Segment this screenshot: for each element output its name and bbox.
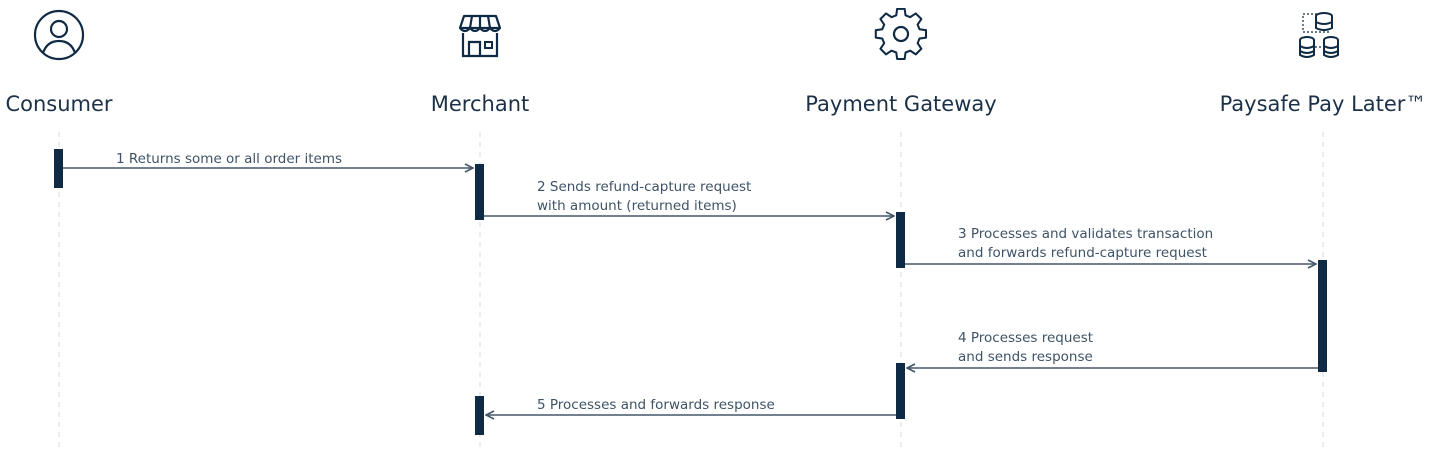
- message-label-4: 4 Processes request and sends response: [958, 329, 1093, 367]
- activation-gateway-1: [896, 212, 905, 268]
- message-label-5: 5 Processes and forwards response: [537, 396, 775, 415]
- message-2-line-2: with amount (returned items): [537, 198, 737, 214]
- user-circle-icon: [29, 8, 89, 64]
- actor-label-consumer: Consumer: [5, 92, 113, 116]
- storefront-icon: [450, 8, 510, 64]
- message-1-line-1: 1 Returns some or all order items: [116, 151, 343, 167]
- message-4-line-1: 4 Processes request: [958, 330, 1094, 346]
- activation-merchant-1: [475, 164, 484, 220]
- actor-label-paylater: Paysafe Pay Later™: [1219, 92, 1427, 116]
- gear-icon: [871, 8, 931, 64]
- message-2-line-1: 2 Sends refund-capture request: [537, 179, 752, 195]
- message-label-3: 3 Processes and validates transaction an…: [958, 225, 1213, 263]
- database-network-icon: [1293, 8, 1353, 64]
- activation-paylater: [1318, 260, 1327, 372]
- message-3-line-1: 3 Processes and validates transaction: [958, 226, 1214, 242]
- actor-label-merchant: Merchant: [430, 92, 530, 116]
- actor-label-gateway: Payment Gateway: [805, 92, 997, 116]
- activation-gateway-2: [896, 363, 905, 419]
- message-4-line-2: and sends response: [958, 349, 1093, 365]
- activation-merchant-2: [475, 396, 484, 435]
- message-label-1: 1 Returns some or all order items: [116, 150, 342, 169]
- message-5-line-1: 5 Processes and forwards response: [537, 397, 775, 413]
- activation-consumer: [54, 149, 63, 188]
- message-3-line-2: and forwards refund-capture request: [958, 245, 1207, 261]
- message-label-2: 2 Sends refund-capture request with amou…: [537, 178, 751, 216]
